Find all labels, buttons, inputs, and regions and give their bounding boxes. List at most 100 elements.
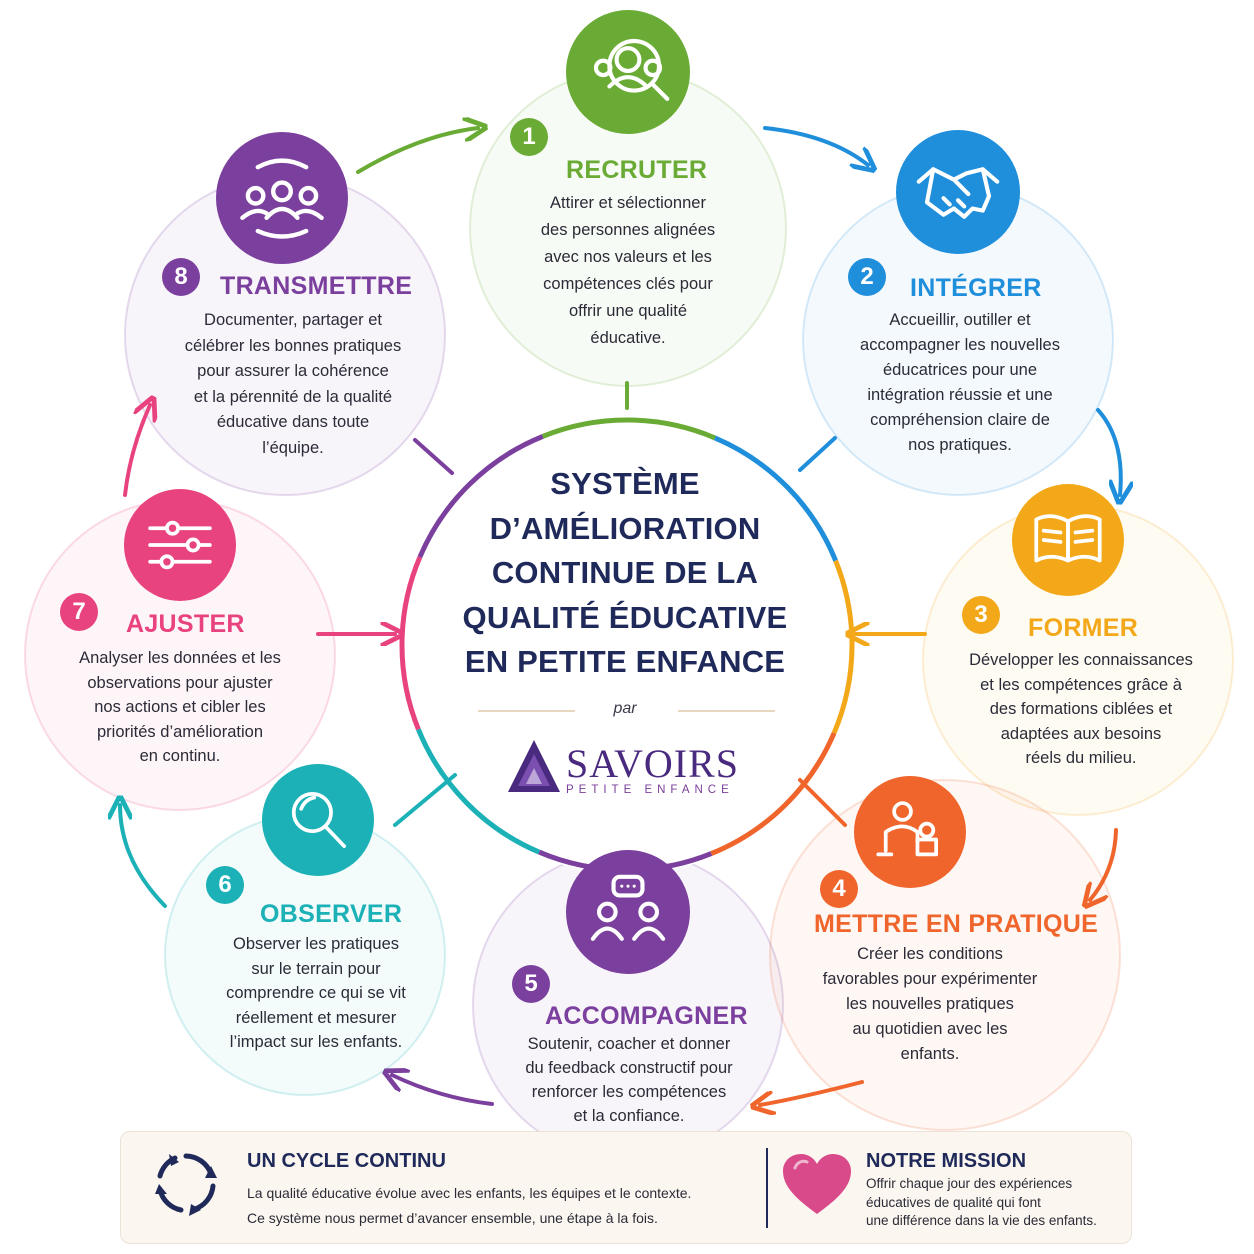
heart-icon	[783, 1154, 851, 1214]
step-description-line: des formations ciblées et	[989, 700, 1173, 718]
step-description-line: l’équipe.	[262, 438, 324, 457]
spoke-connector	[798, 436, 837, 472]
step-description-line: Analyser les données et les	[79, 649, 281, 667]
cycle-arrow	[356, 128, 478, 174]
cycle-arrow	[763, 126, 868, 165]
step-description-line: du feedback constructif pour	[525, 1059, 733, 1077]
step-description-line: et la confiance.	[573, 1107, 685, 1125]
step-description-line: éducative dans toute	[216, 413, 370, 431]
cycle-arrow	[120, 805, 167, 908]
center-title-line: QUALITÉ ÉDUCATIVE	[462, 599, 788, 635]
cycle-arrows-icon	[155, 1153, 217, 1216]
step-description-line: observations pour ajuster	[87, 673, 273, 692]
center-title-line: SYSTÈME	[550, 466, 700, 501]
cycle-title: UN CYCLE CONTINU	[247, 1150, 446, 1172]
step-description-line: offrir une qualité	[568, 302, 688, 320]
step-description-line: intégration réussie et une	[867, 386, 1053, 404]
step-title: METTRE EN PRATIQUE	[814, 910, 1099, 938]
step-number-badge: 5	[512, 965, 550, 1003]
cycle-text-line: La qualité éducative évolue avec les enf…	[247, 1185, 692, 1201]
conversation-icon	[566, 850, 690, 974]
center-title-line: CONTINUE DE LA	[491, 555, 759, 590]
step-title: INTÉGRER	[910, 274, 1042, 302]
mission-text: Offrir chaque jour des expériences éduca…	[866, 1175, 1126, 1231]
step-description-line: au quotidien avec les	[852, 1020, 1008, 1038]
spoke-connector	[393, 773, 457, 827]
step-title: ACCOMPAGNER	[545, 1002, 748, 1030]
mission-text-line: une différence dans la vie des enfants.	[866, 1213, 1097, 1228]
center-ring-segment	[417, 434, 544, 559]
cycle-arrow	[1090, 828, 1118, 900]
step-description-line: nos actions et cibler les	[94, 698, 266, 716]
team-cycle-icon	[216, 132, 348, 264]
center-title-line: EN PETITE ENFANCE	[464, 644, 786, 679]
bottom-info-bar: UN CYCLE CONTINU La qualité éducative év…	[120, 1131, 1132, 1244]
step-description-line: nos pratiques.	[908, 436, 1012, 454]
step-description-line: priorités d’amélioration	[97, 722, 263, 741]
step-description-line: Créer les conditions	[857, 945, 1003, 963]
step-title: RECRUTER	[566, 156, 708, 184]
logo-wordmark: SAVOIRS	[566, 741, 739, 786]
step-number-badge: 6	[206, 866, 244, 904]
step-description-line: comprendre ce qui se vit	[226, 984, 406, 1002]
step-description-line: favorables pour expérimenter	[822, 970, 1038, 988]
step-description-line: pour assurer la cohérence	[197, 362, 389, 380]
step-number-badge: 3	[962, 596, 1000, 634]
open-book-icon	[1012, 484, 1124, 596]
step-description-line: Observer les pratiques	[233, 935, 399, 953]
mission-text-line: éducatives de qualité qui font	[866, 1194, 1041, 1210]
step-description-line: sur le terrain pour	[251, 959, 381, 978]
adult-child-icon	[854, 776, 966, 888]
center-ring-segment	[541, 417, 716, 441]
sliders-icon	[124, 489, 236, 601]
step-number-badge: 1	[510, 118, 548, 156]
center-title-line: D’AMÉLIORATION	[489, 510, 761, 546]
step-number-badge: 7	[60, 593, 98, 631]
step-description-line: accompagner les nouvelles	[860, 336, 1060, 354]
mission-title: NOTRE MISSION	[866, 1150, 1027, 1172]
step-title: FORMER	[1028, 614, 1139, 642]
step-number-badge: 2	[848, 258, 886, 296]
center-ring-segment	[713, 435, 838, 562]
center-ring-segment	[416, 728, 541, 855]
step-description: Accueillir, outiller et accompagner les n…	[830, 308, 1090, 458]
divider	[766, 1148, 768, 1228]
logo-subtitle: PETITE ENFANCE	[566, 784, 734, 796]
step-description-line: Documenter, partager et	[204, 311, 382, 329]
recruit-search-icon	[566, 10, 690, 134]
step-number-badge: 4	[820, 870, 858, 908]
step-title: OBSERVER	[260, 900, 403, 928]
step-description-line: éducatrices pour une	[882, 361, 1038, 379]
center-ring-segment	[831, 559, 855, 734]
handshake-icon	[896, 130, 1020, 254]
step-number-badge: 8	[162, 258, 200, 296]
step-description: Créer les conditions favorables pour expé…	[796, 942, 1064, 1067]
step-description-line: en continu.	[139, 747, 221, 765]
cycle-text-line: Ce système nous permet d’avancer ensembl…	[247, 1210, 658, 1226]
step-description-line: réellement et mesurer	[235, 1008, 397, 1027]
logo-mountain-icon	[508, 740, 560, 792]
step-description-line: enfants.	[900, 1045, 960, 1063]
step-description-line: avec nos valeurs et les	[544, 248, 712, 266]
step-description-line: et la pérennité de la qualité	[193, 387, 393, 406]
center-title: SYSTÈME D’AMÉLIORATION CONTINUE DE LA QU…	[440, 462, 810, 685]
step-description-line: renforcer les compétences	[531, 1083, 727, 1101]
center-disc	[398, 416, 856, 874]
step-description-line: Accueillir, outiller et	[889, 311, 1031, 329]
step-description-line: Attirer et sélectionner	[550, 194, 706, 212]
cycle-arrow	[123, 405, 150, 497]
spoke-connector	[413, 438, 454, 475]
step-title: AJUSTER	[126, 610, 245, 638]
step-description-line: les nouvelles pratiques	[846, 995, 1014, 1013]
center-par-label: par	[613, 700, 637, 717]
step-title: TRANSMETTRE	[220, 272, 413, 300]
step-description-line: et les compétences grâce à	[980, 675, 1182, 694]
magnifier-icon	[262, 764, 374, 876]
step-circle-4	[769, 779, 1121, 1131]
step-description-line: adaptées aux besoins	[1000, 724, 1162, 743]
